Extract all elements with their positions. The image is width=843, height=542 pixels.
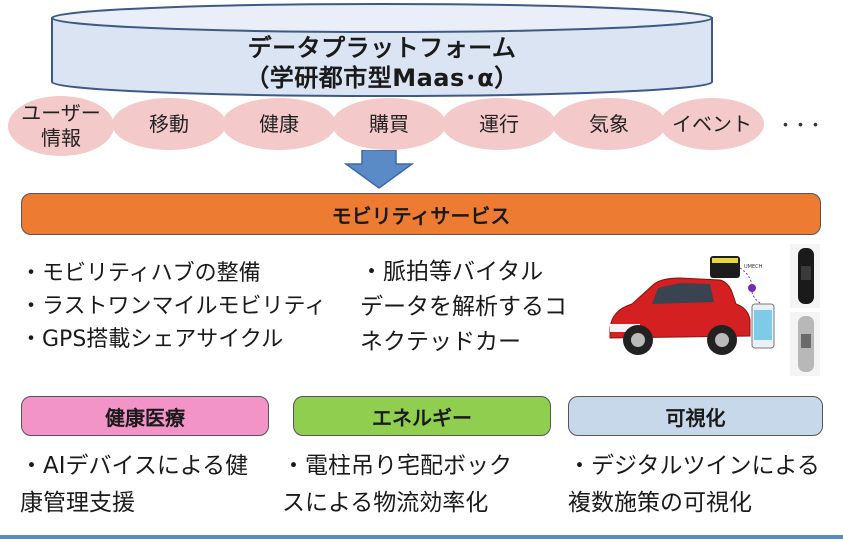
- category-health: 健康: [222, 98, 336, 150]
- bottom-divider: [0, 535, 843, 539]
- mobility-item: ・ラストワンマイルモビリティ: [20, 294, 327, 319]
- mobility-item: ・GPS搭載シェアサイクル: [20, 327, 284, 352]
- category-purchase: 購買: [332, 98, 446, 150]
- category-label: 健康: [259, 111, 299, 136]
- category-label: 運行: [479, 111, 519, 136]
- svg-text:UMECH: UMECH: [744, 264, 763, 270]
- mobility-item: ・モビリティハブの整備: [20, 261, 261, 286]
- data-platform-cylinder: [51, 3, 713, 97]
- mobility-service-header: モビリティサービス: [21, 193, 821, 235]
- visualization-header-label: 可視化: [665, 405, 726, 430]
- category-label: 移動: [149, 111, 189, 136]
- mobility-header-label: モビリティサービス: [331, 203, 511, 228]
- down-arrow-icon: [344, 150, 414, 189]
- connected-car-image: UMECH: [602, 240, 823, 379]
- more-indicator: ･･･: [780, 114, 826, 139]
- category-movement: 移動: [112, 98, 226, 150]
- health-medical-header: 健康医療: [21, 396, 269, 436]
- energy-header: エネルギー: [293, 396, 551, 436]
- category-operation: 運行: [442, 98, 556, 150]
- category-event: イベント: [660, 98, 764, 150]
- category-label: イベント: [672, 111, 752, 136]
- health-header-label: 健康医療: [105, 405, 185, 430]
- category-user-info: ユーザー 情報: [8, 96, 114, 156]
- visualization-text: ・デジタルツインによる 複数施策の可視化: [568, 453, 820, 516]
- platform-title-line1: データプラットフォーム: [247, 34, 517, 62]
- category-label: 気象: [589, 111, 629, 136]
- category-weather: 気象: [552, 98, 666, 150]
- category-label: ユーザー 情報: [21, 101, 101, 150]
- platform-title-line2: （学研都市型Maas･α）: [245, 64, 519, 92]
- visualization-header: 可視化: [568, 396, 823, 436]
- connected-car-text: ・脈拍等バイタル データを解析するコ ネクテッドカー: [360, 259, 567, 355]
- energy-header-label: エネルギー: [372, 405, 472, 430]
- health-text: ・AIデバイスによる健 康管理支援: [20, 453, 249, 516]
- energy-text: ・電柱吊り宅配ボック スによる物流効率化: [282, 453, 512, 516]
- mobility-items: ・モビリティハブの整備 ・ラストワンマイルモビリティ ・GPS搭載シェアサイクル: [20, 257, 326, 356]
- category-label: 購買: [369, 111, 409, 136]
